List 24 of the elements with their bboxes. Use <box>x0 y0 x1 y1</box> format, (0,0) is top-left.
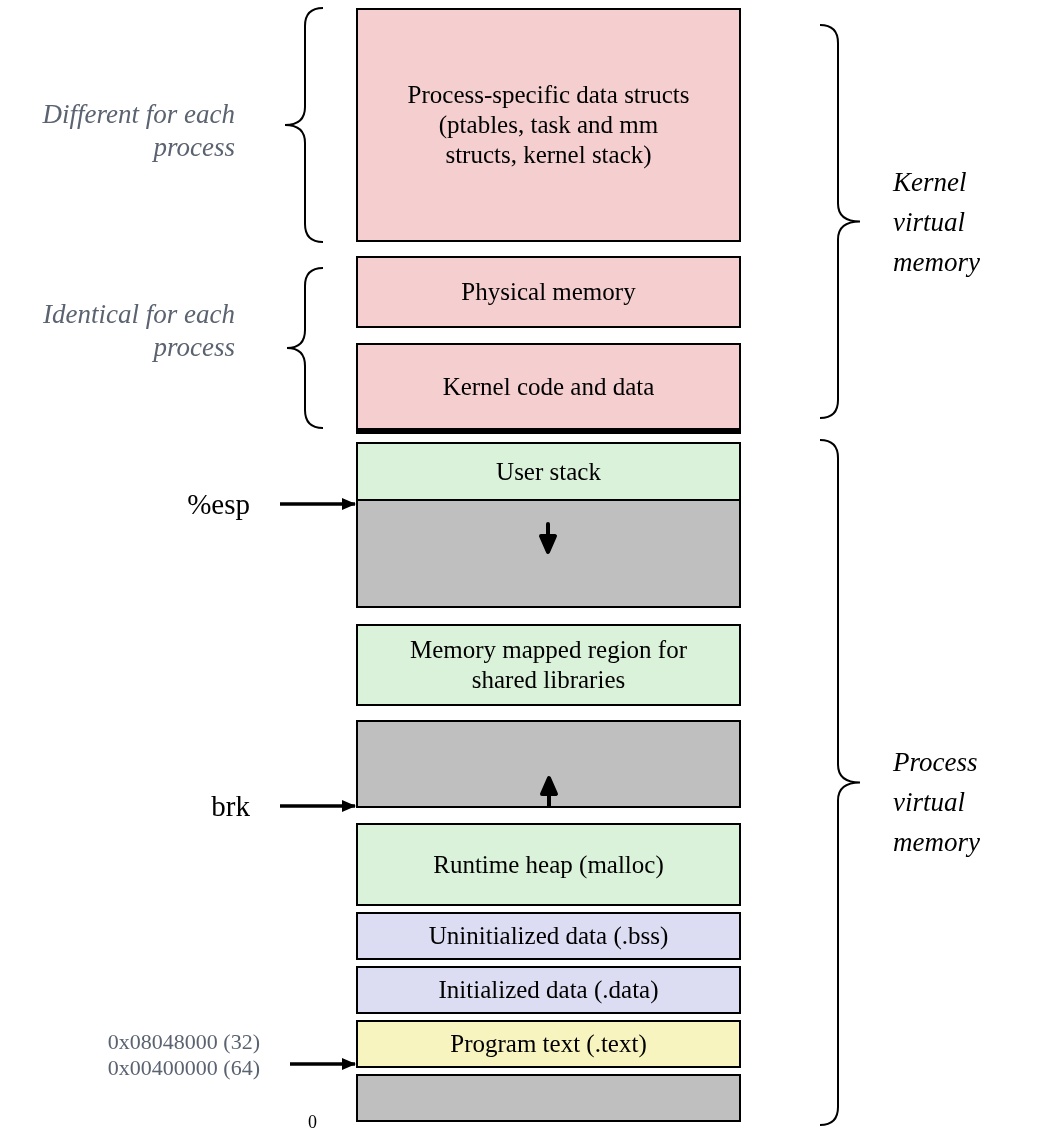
region-label: Different for each process <box>41 98 235 164</box>
memory-segment: User stack <box>356 442 741 501</box>
pointer-label: 0x08048000 (32) <box>107 1029 260 1055</box>
empty-memory-segment <box>356 499 741 608</box>
region-label: Kernel virtual memory <box>893 166 981 279</box>
memory-segment: Physical memory <box>356 256 741 328</box>
memory-segment: Runtime heap (malloc) <box>356 823 741 906</box>
arrow <box>280 498 356 510</box>
memory-segment: Uninitialized data (.bss) <box>356 912 741 960</box>
memory-segment: Kernel code and data <box>356 343 741 434</box>
pointer-label: brk <box>211 789 250 823</box>
empty-memory-segment <box>356 720 741 808</box>
memory-segment: Memory mapped region for shared libraries <box>356 624 741 706</box>
pointer-label: %esp <box>187 487 250 521</box>
memory-segment: Program text (.text) <box>356 1020 741 1068</box>
region-label: Identical for each process <box>42 298 235 364</box>
region-label: Process virtual memory <box>893 746 981 859</box>
memory-segment: Process-specific data structs (ptables, task and mm structs, kernel stack) <box>356 8 741 242</box>
arrow <box>280 800 356 812</box>
memory-segment: Initialized data (.data) <box>356 966 741 1014</box>
pointer-label: 0x00400000 (64) <box>107 1055 260 1081</box>
address-label: 0 <box>308 1112 318 1132</box>
empty-memory-segment <box>356 1074 741 1122</box>
arrow <box>290 1058 356 1070</box>
